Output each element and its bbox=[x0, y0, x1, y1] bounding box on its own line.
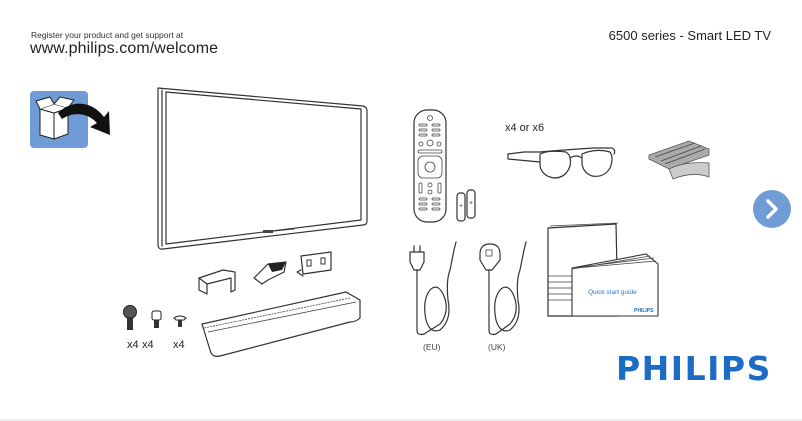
quick-start-guide-icon: Quick start guide PHILIPS bbox=[547, 222, 659, 317]
screw-large-icon bbox=[123, 305, 137, 330]
register-text: Register your product and get support at bbox=[31, 30, 184, 40]
glasses-quantity: x4 or x6 bbox=[505, 122, 545, 134]
screw-qty-1: x4 bbox=[127, 339, 139, 351]
page-divider bbox=[0, 419, 802, 421]
model-title: 6500 series - Smart LED TV bbox=[608, 28, 771, 43]
cleaning-cloth-icon bbox=[648, 140, 710, 180]
svg-text:+: + bbox=[459, 203, 463, 210]
wall-mount-plate-icon bbox=[296, 251, 332, 277]
screw-qty-2: x4 bbox=[142, 339, 154, 351]
qsg-title: Quick start guide bbox=[588, 289, 637, 296]
screw-small-icon bbox=[173, 315, 187, 327]
philips-logo: PHILIPS bbox=[616, 349, 772, 388]
chevron-right-icon bbox=[766, 199, 778, 219]
unbox-icon bbox=[30, 91, 110, 148]
stand-base-icon bbox=[201, 291, 361, 357]
power-cord-eu-icon bbox=[409, 241, 457, 336]
3d-glasses-icon bbox=[507, 147, 616, 179]
screw-qty-3: x4 bbox=[173, 339, 185, 351]
next-page-button[interactable] bbox=[753, 190, 791, 228]
power-cord-eu-label: (EU) bbox=[423, 342, 441, 352]
tv-illustration bbox=[157, 87, 368, 250]
remote-control-icon bbox=[413, 109, 447, 223]
svg-text:+: + bbox=[469, 200, 473, 207]
qsg-brand: PHILIPS bbox=[634, 308, 654, 314]
power-cord-uk-icon bbox=[479, 241, 527, 336]
stand-connector-icon bbox=[253, 261, 287, 285]
screw-medium-icon bbox=[151, 310, 162, 328]
stand-bracket-icon bbox=[198, 269, 236, 295]
batteries-icon: + + bbox=[456, 189, 476, 222]
support-url[interactable]: www.philips.com/welcome bbox=[30, 40, 219, 57]
power-cord-uk-label: (UK) bbox=[488, 342, 506, 352]
